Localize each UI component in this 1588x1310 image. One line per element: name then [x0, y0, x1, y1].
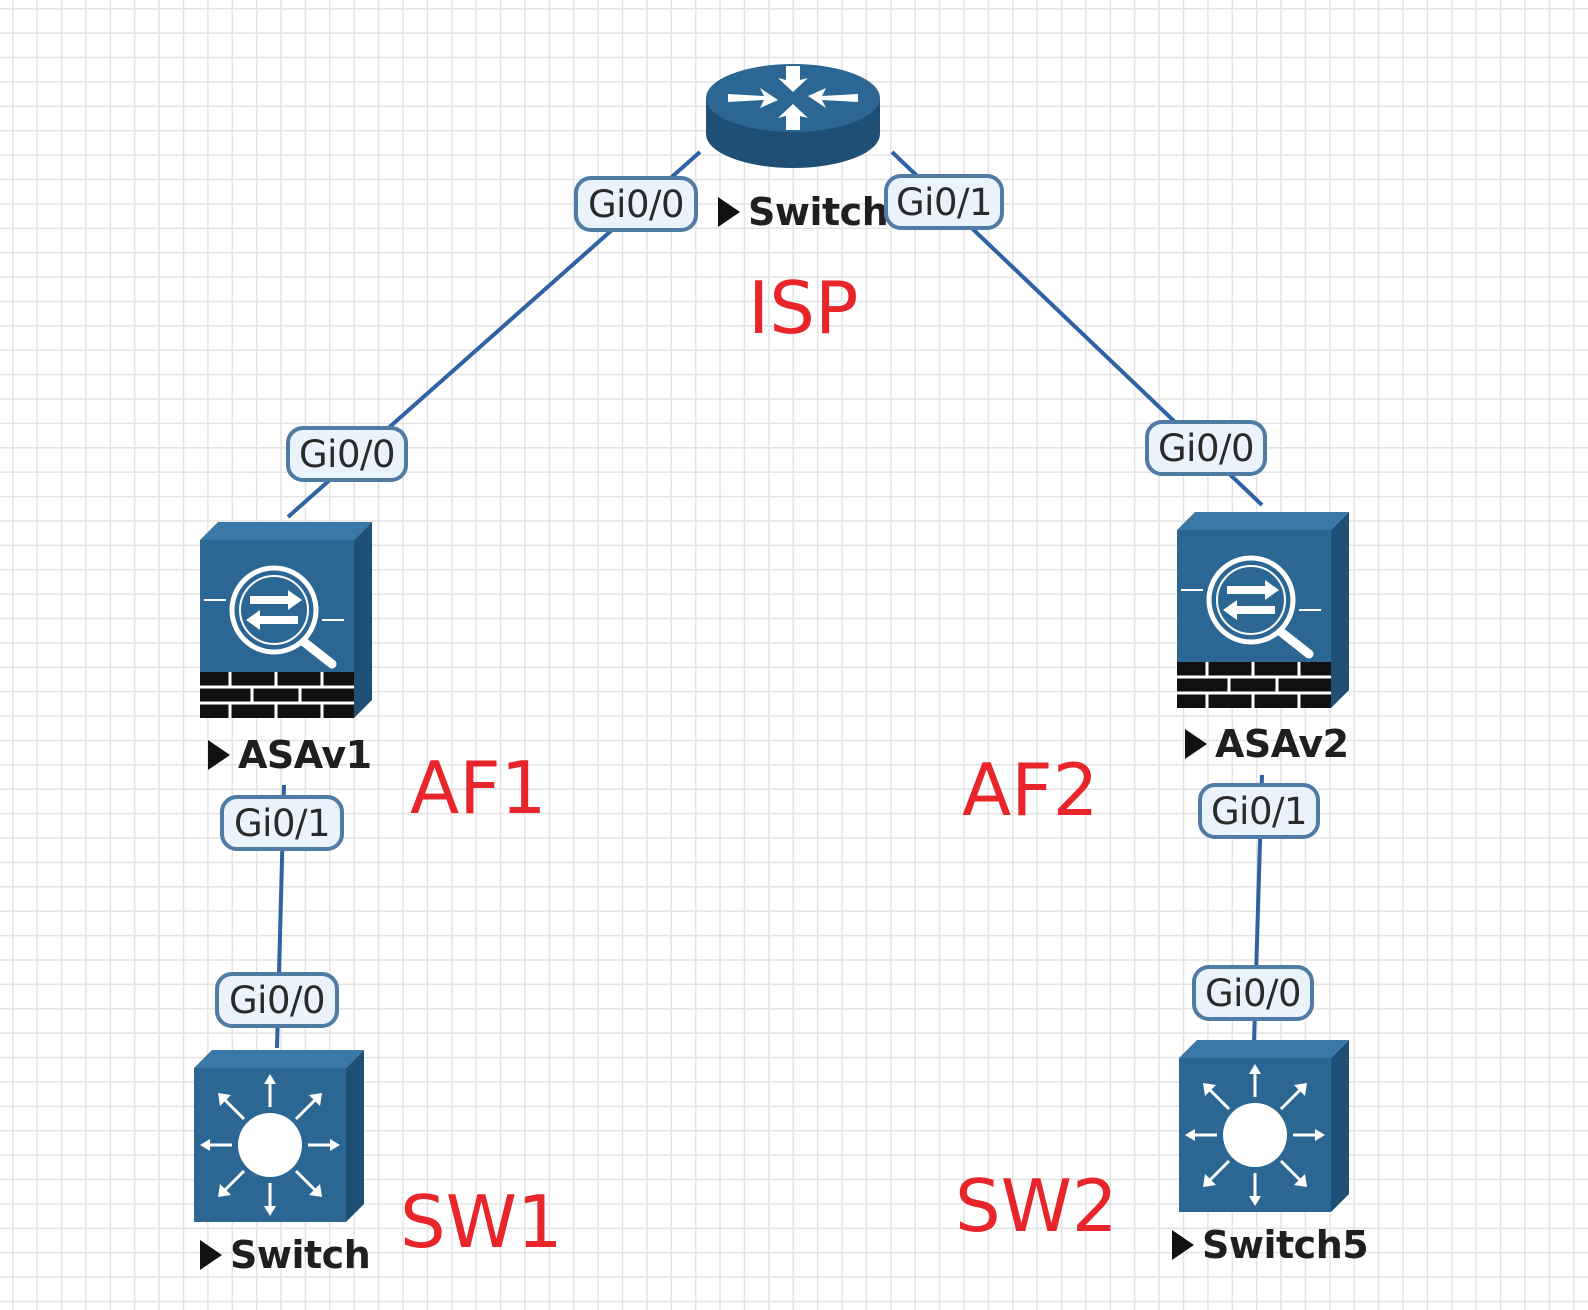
asav2-node-label-text: ASAv2 — [1215, 722, 1349, 766]
port-label-asav2-gi0-0[interactable]: Gi0/0 — [1145, 420, 1267, 476]
port-label-asav1-gi0-1[interactable]: Gi0/1 — [220, 795, 344, 851]
asav1-node-label-text: ASAv1 — [238, 733, 372, 777]
port-label-sw1-gi0-0[interactable]: Gi0/0 — [215, 972, 339, 1028]
firewall-icon — [196, 522, 376, 722]
asav2-node-label[interactable]: ASAv2 — [1185, 722, 1349, 766]
play-icon — [208, 740, 230, 770]
asav1-firewall-node[interactable] — [196, 522, 376, 722]
port-label-asav1-gi0-0[interactable]: Gi0/0 — [286, 426, 408, 482]
annotation-sw1[interactable]: SW1 — [400, 1180, 563, 1264]
port-label-asav2-gi0-1[interactable]: Gi0/1 — [1198, 783, 1320, 839]
port-label-sw2-gi0-0[interactable]: Gi0/0 — [1192, 965, 1314, 1021]
asav2-firewall-node[interactable] — [1173, 512, 1353, 712]
play-icon — [1172, 1230, 1194, 1260]
layer3-switch-icon — [1175, 1040, 1351, 1216]
port-label-isp-gi0-1[interactable]: Gi0/1 — [884, 174, 1004, 230]
router-icon — [704, 62, 882, 174]
port-label-isp-gi0-0[interactable]: Gi0/0 — [574, 176, 698, 232]
sw1-node-label[interactable]: Switch — [200, 1233, 371, 1277]
play-icon — [1185, 729, 1207, 759]
sw2-node-label-text: Switch5 — [1202, 1223, 1369, 1267]
layer3-switch-icon — [190, 1050, 366, 1226]
sw2-switch-node[interactable] — [1175, 1040, 1351, 1216]
annotation-sw2[interactable]: SW2 — [955, 1164, 1118, 1248]
play-icon — [200, 1240, 222, 1270]
annotation-af2[interactable]: AF2 — [962, 748, 1099, 832]
isp-node-label[interactable]: Switch — [718, 190, 889, 234]
annotation-isp[interactable]: ISP — [748, 266, 859, 350]
play-icon — [718, 197, 740, 227]
sw1-switch-node[interactable] — [190, 1050, 366, 1226]
sw1-node-label-text: Switch — [230, 1233, 371, 1277]
firewall-icon — [1173, 512, 1353, 712]
asav1-node-label[interactable]: ASAv1 — [208, 733, 372, 777]
isp-router-node[interactable] — [704, 62, 882, 174]
isp-node-label-text: Switch — [748, 190, 889, 234]
sw2-node-label[interactable]: Switch5 — [1172, 1223, 1369, 1267]
annotation-af1[interactable]: AF1 — [410, 746, 547, 830]
